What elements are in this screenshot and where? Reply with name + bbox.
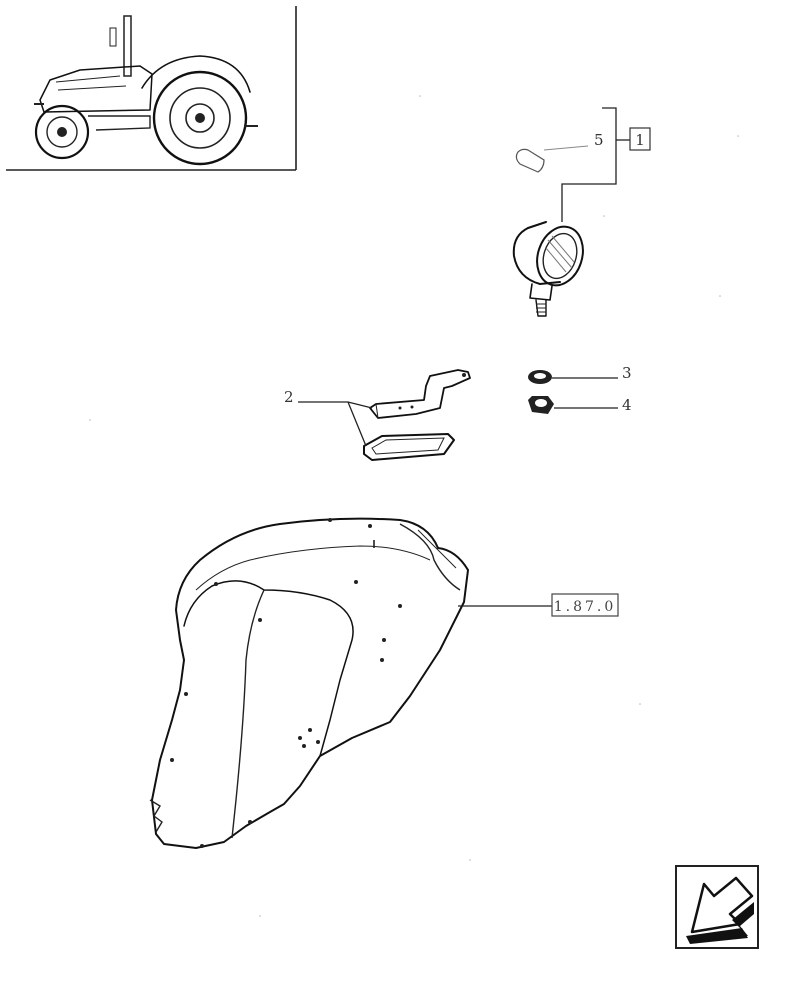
back-arrow-icon <box>686 876 754 944</box>
callout-4: 4 <box>622 396 632 414</box>
tractor-thumbnail[interactable] <box>6 6 297 171</box>
group-ref-label: 1 <box>635 131 645 149</box>
callout-2: 2 <box>284 388 294 406</box>
section-ref-label: 1.87.0 <box>554 599 617 615</box>
section-ref-box[interactable]: 1.87.0 <box>551 593 619 617</box>
part-2-bracket[interactable] <box>369 369 471 419</box>
callout-5: 5 <box>594 131 604 149</box>
scan-speckles <box>89 95 739 917</box>
part-2-pad[interactable] <box>363 433 455 461</box>
work-light[interactable] <box>512 221 590 317</box>
fender[interactable] <box>149 517 469 849</box>
part-5-bulb[interactable]: 5 <box>515 131 604 173</box>
part-4-nut[interactable]: 4 <box>528 396 632 414</box>
tractor-thumbnail-icon <box>34 15 258 166</box>
callout-2-leader: 2 <box>284 388 373 447</box>
group-ref-box[interactable]: 1 <box>629 127 651 151</box>
group-bracket <box>561 107 630 222</box>
back-arrow-button[interactable] <box>675 865 759 949</box>
callout-3: 3 <box>622 364 632 382</box>
part-3-nut[interactable]: 3 <box>528 364 632 384</box>
